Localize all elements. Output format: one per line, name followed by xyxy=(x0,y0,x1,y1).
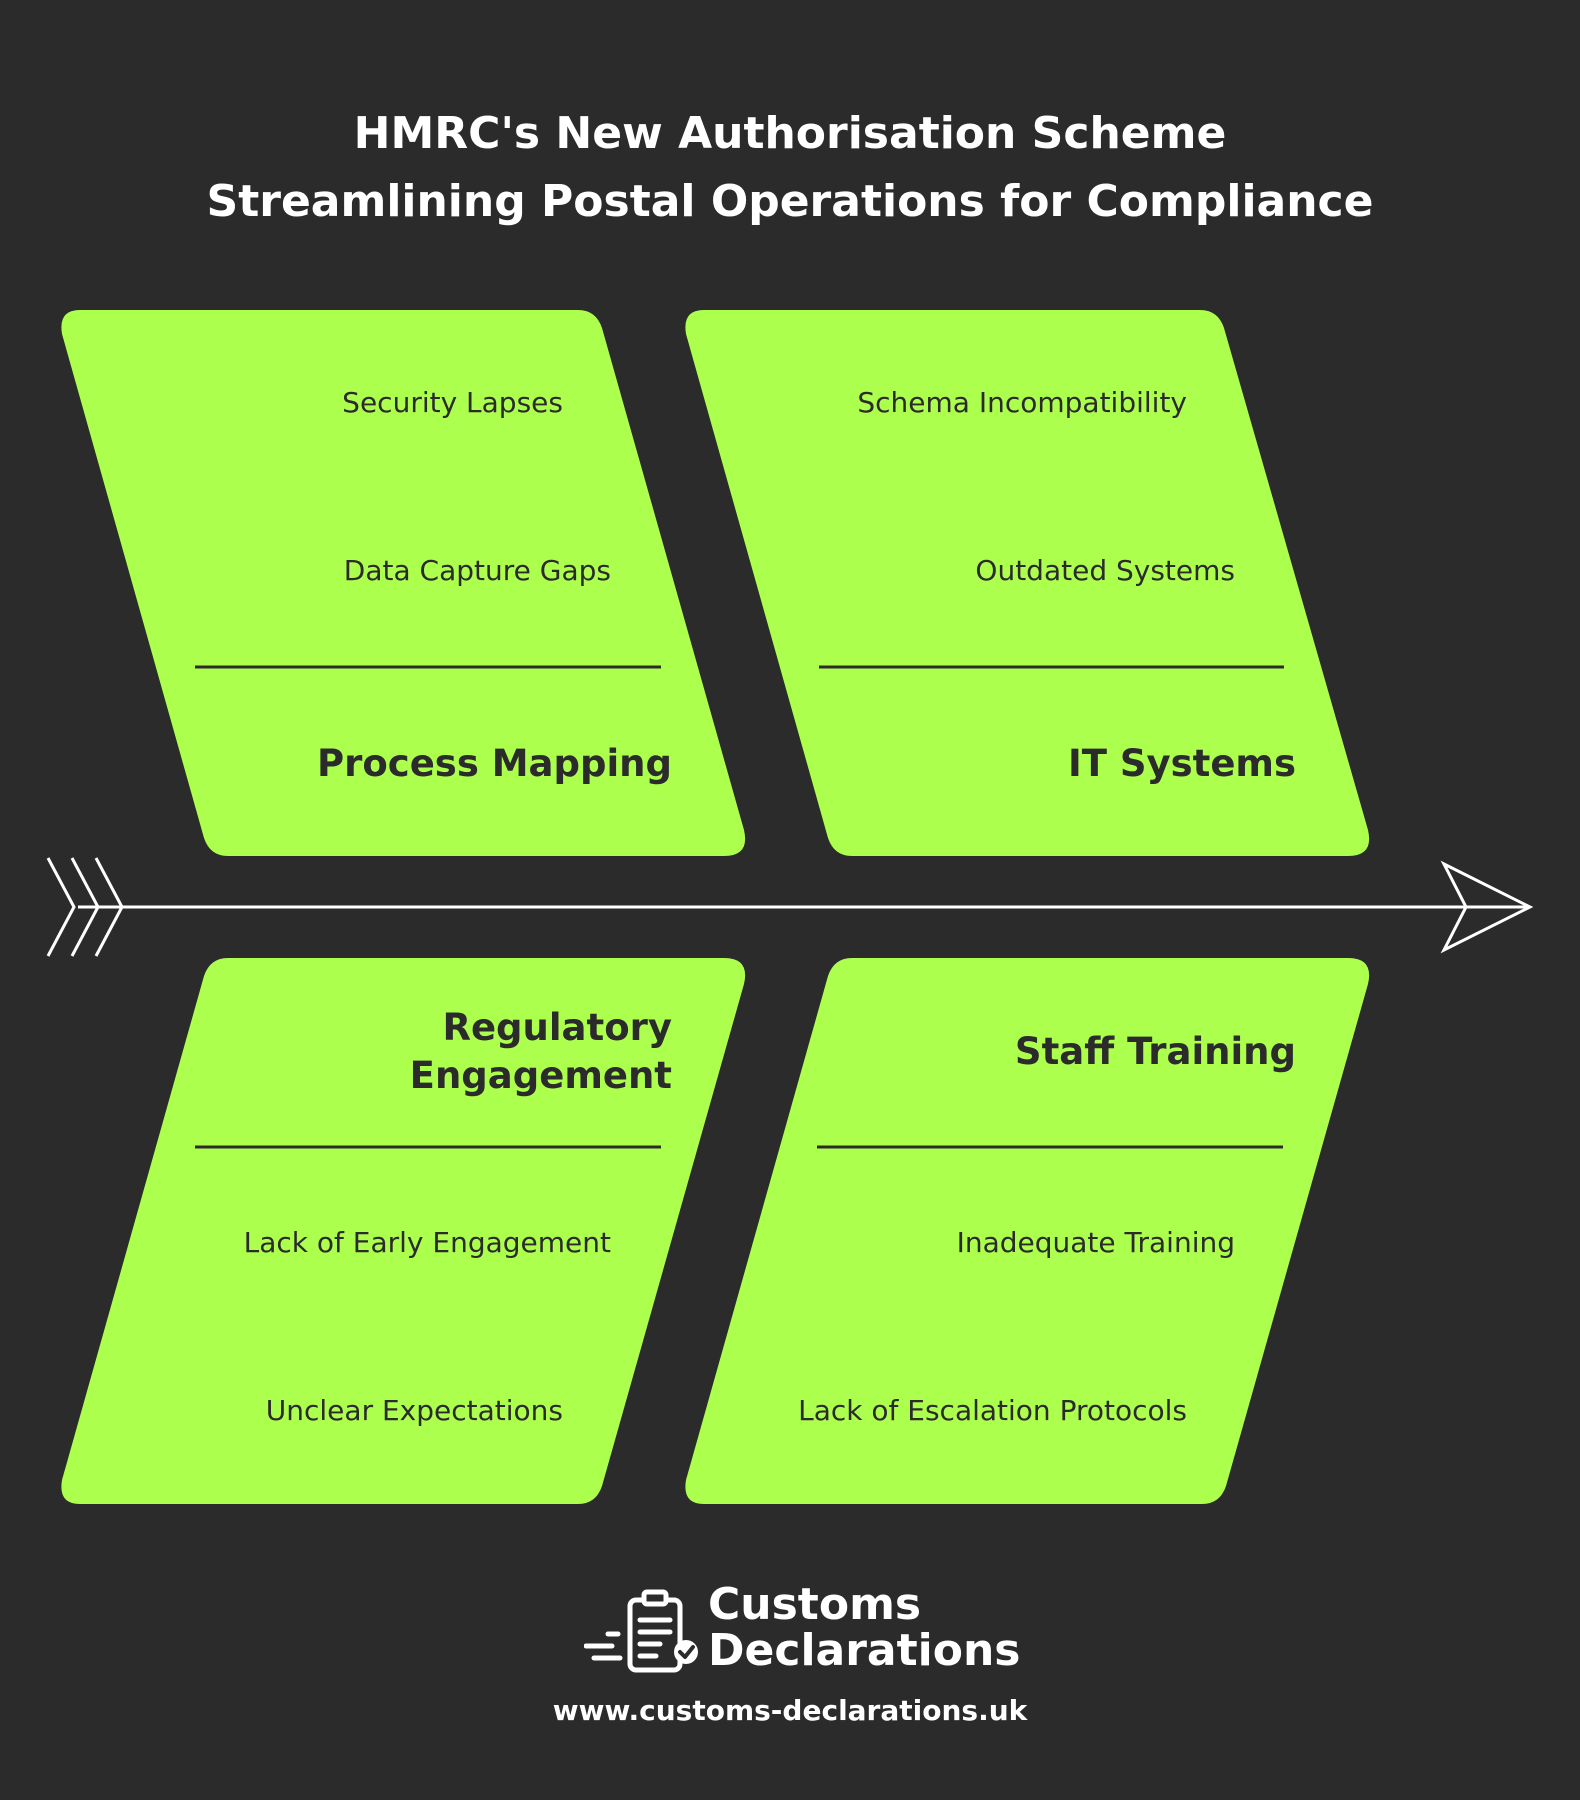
card-regulatory-engagement xyxy=(61,958,746,1504)
clipboard-check-icon xyxy=(584,1589,698,1673)
title-line-1: HMRC's New Authorisation Scheme xyxy=(353,108,1227,159)
brand-line-1: Customs xyxy=(708,1579,922,1630)
category-label: Staff Training xyxy=(1014,1030,1296,1073)
card-it-systems xyxy=(685,310,1370,856)
category-label: IT Systems xyxy=(1067,742,1296,785)
category-label-line-2: Engagement xyxy=(409,1054,672,1097)
brand-line-2: Declarations xyxy=(708,1625,1021,1676)
category-label-line-1: Regulatory xyxy=(442,1006,672,1049)
category-staff-training: Staff Training xyxy=(1015,1028,1296,1076)
cause-unclear-expectations: Unclear Expectations xyxy=(265,1394,563,1427)
cause-outdated-systems: Outdated Systems xyxy=(975,554,1235,587)
brand-url: www.customs-declarations.uk xyxy=(552,1694,1028,1727)
brand-name: Customs Declarations xyxy=(708,1582,1020,1674)
card-process-mapping xyxy=(61,310,746,856)
spine-arrowhead xyxy=(1440,860,1534,954)
cause-data-capture-gaps: Data Capture Gaps xyxy=(343,554,611,587)
cause-schema-incompatibility: Schema Incompatibility xyxy=(857,386,1187,419)
spine-tail-chevrons xyxy=(46,857,124,957)
cause-lack-of-early-engagement: Lack of Early Engagement xyxy=(243,1226,611,1259)
page-title: HMRC's New Authorisation Scheme Streamli… xyxy=(0,100,1580,236)
category-process-mapping: Process Mapping xyxy=(317,740,672,788)
category-label: Process Mapping xyxy=(316,742,672,785)
category-it-systems: IT Systems xyxy=(1068,740,1296,788)
cause-inadequate-training: Inadequate Training xyxy=(956,1226,1235,1259)
cause-lack-of-escalation-protocols: Lack of Escalation Protocols xyxy=(798,1394,1187,1427)
category-regulatory-engagement: Regulatory Engagement xyxy=(410,1004,672,1100)
cause-security-lapses: Security Lapses xyxy=(342,386,563,419)
title-line-2: Streamlining Postal Operations for Compl… xyxy=(206,176,1374,227)
card-staff-training xyxy=(685,958,1370,1504)
